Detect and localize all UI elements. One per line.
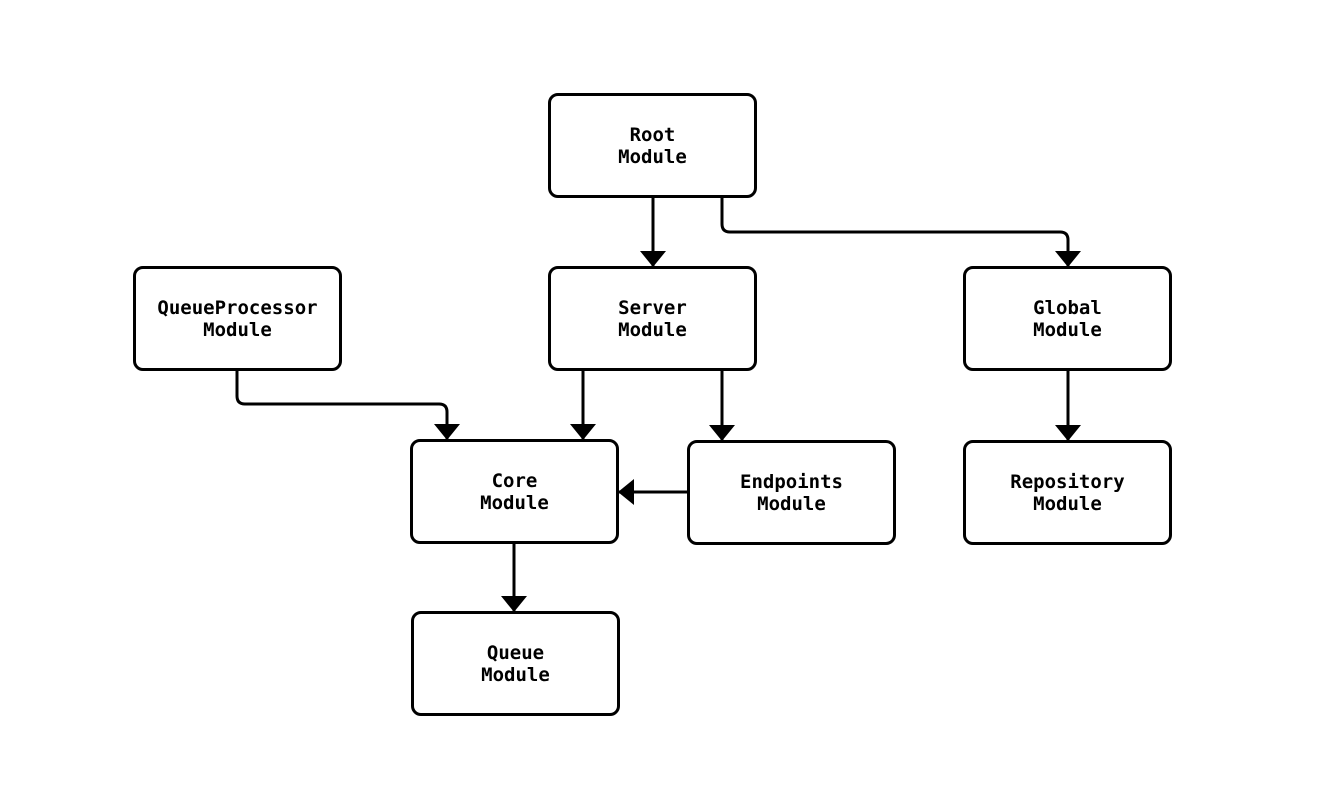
node-label-line: Module bbox=[618, 318, 687, 341]
node-queue-module: Queue Module bbox=[411, 611, 620, 716]
node-repository-module: Repository Module bbox=[963, 440, 1172, 545]
node-label-line: Server bbox=[618, 296, 687, 319]
node-queueprocessor-module: QueueProcessor Module bbox=[133, 266, 342, 371]
node-global-module: Global Module bbox=[963, 266, 1172, 371]
node-label-line: Module bbox=[1033, 318, 1102, 341]
node-label-line: Module bbox=[480, 491, 549, 514]
node-label-line: Module bbox=[481, 663, 550, 686]
node-label-line: Core bbox=[491, 469, 538, 492]
node-label-line: Repository bbox=[1010, 470, 1125, 493]
node-endpoints-module: Endpoints Module bbox=[687, 440, 896, 545]
node-root-module: Root Module bbox=[548, 93, 757, 198]
edge-queueprocessor-to-core bbox=[235, 371, 460, 440]
node-label-line: Module bbox=[203, 318, 272, 341]
node-server-module: Server Module bbox=[548, 266, 757, 371]
node-label-line: Module bbox=[1033, 492, 1102, 515]
node-label-line: QueueProcessor bbox=[157, 296, 318, 319]
node-label-line: Global bbox=[1033, 296, 1102, 319]
node-label-line: Module bbox=[757, 492, 826, 515]
edge-root-to-global bbox=[720, 198, 1081, 267]
node-label-line: Root bbox=[629, 123, 676, 146]
node-label-line: Module bbox=[618, 145, 687, 168]
node-label-line: Queue bbox=[486, 641, 545, 664]
node-label-line: Endpoints bbox=[740, 470, 843, 493]
node-core-module: Core Module bbox=[410, 439, 619, 544]
